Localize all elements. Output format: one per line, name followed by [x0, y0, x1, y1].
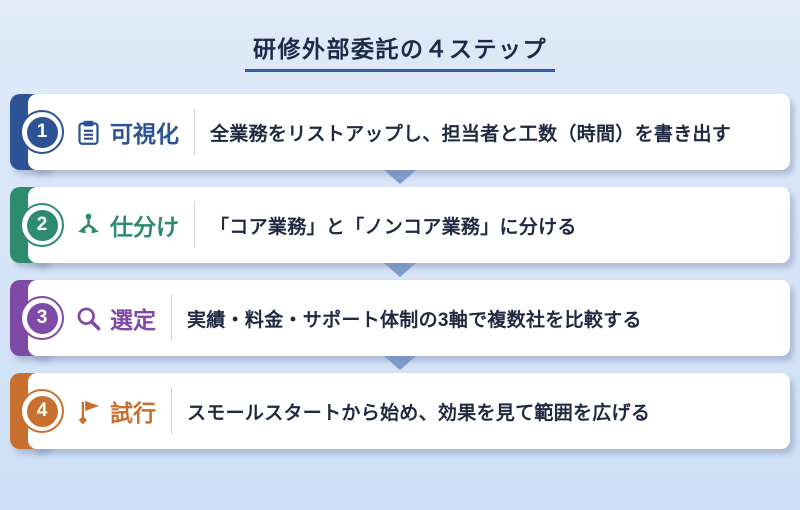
step-1-description: 全業務をリストアップし、担当者と工数（時間）を書き出す	[210, 123, 732, 145]
step-1-card: 1 可視化 全業務をリストアップし、担当者と工数（時間）を書き出す	[20, 94, 790, 170]
flag-icon	[75, 398, 102, 425]
step-card-2: 2 仕分け 「コア業務」と「ノンコア業務」に分ける	[10, 187, 790, 263]
step-3-label: 選定	[110, 307, 156, 333]
steps-list: 1 可視化 全業務をリストアップし、担当者と工数（時間）を書き出す 2	[10, 94, 790, 449]
step-3-description: 実績・料金・サポート体制の3軸で複数社を比較する	[187, 309, 642, 331]
step-2-label: 仕分け	[110, 214, 179, 240]
step-number: 3	[26, 302, 58, 334]
magnifier-icon	[75, 305, 102, 332]
step-number: 1	[26, 116, 58, 148]
step-number: 2	[26, 209, 58, 241]
branch-split-icon	[75, 212, 102, 239]
step-card-1: 1 可視化 全業務をリストアップし、担当者と工数（時間）を書き出す	[10, 94, 790, 170]
step-2-number-badge: 2	[20, 203, 64, 247]
divider	[194, 202, 195, 248]
page-header: 研修外部委託の４ステップ	[0, 30, 800, 72]
step-3-number-badge: 3	[20, 296, 64, 340]
step-1-number-badge: 1	[20, 110, 64, 154]
down-arrow-icon	[10, 170, 790, 187]
divider	[171, 388, 172, 434]
down-arrow-icon	[10, 356, 790, 373]
divider	[171, 295, 172, 341]
down-arrow-icon	[10, 263, 790, 280]
step-4-label: 試行	[110, 400, 156, 426]
clipboard-icon	[75, 119, 102, 146]
step-3-card: 3 選定 実績・料金・サポート体制の3軸で複数社を比較する	[20, 280, 790, 356]
step-4-description: スモールスタートから始め、効果を見て範囲を広げる	[187, 402, 651, 424]
step-4-card: 4 試行 スモールスタートから始め、効果を見て範囲を広げる	[20, 373, 790, 449]
step-2-card: 2 仕分け 「コア業務」と「ノンコア業務」に分ける	[20, 187, 790, 263]
step-card-4: 4 試行 スモールスタートから始め、効果を見て範囲を広げる	[10, 373, 790, 449]
step-1-label: 可視化	[110, 121, 179, 147]
page-title: 研修外部委託の４ステップ	[245, 30, 555, 72]
step-number: 4	[26, 395, 58, 427]
step-2-description: 「コア業務」と「ノンコア業務」に分ける	[210, 216, 577, 238]
divider	[194, 109, 195, 155]
step-4-number-badge: 4	[20, 389, 64, 433]
step-card-3: 3 選定 実績・料金・サポート体制の3軸で複数社を比較する	[10, 280, 790, 356]
